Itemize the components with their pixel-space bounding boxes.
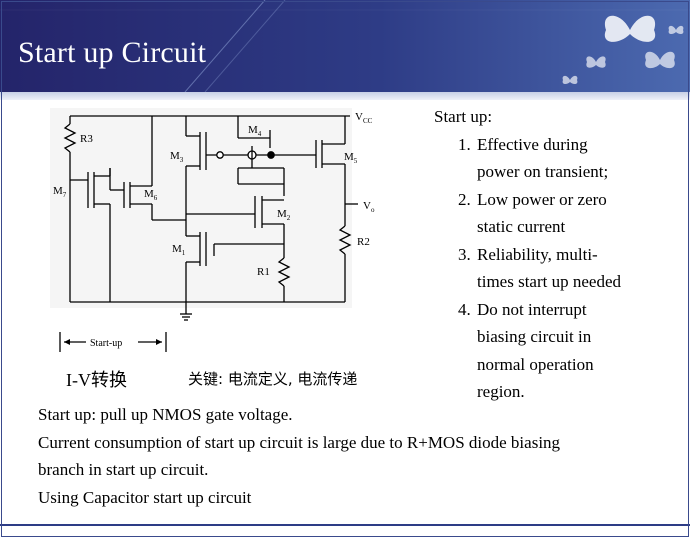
note-line: branch in start up circuit.	[38, 460, 209, 479]
m6-label: M6	[144, 188, 158, 202]
m1-label: M1	[172, 243, 186, 257]
note-line: Current consumption of start up circuit …	[38, 432, 561, 452]
m2-label: M2	[277, 208, 291, 222]
butterfly-icon	[604, 15, 656, 42]
m5-label: M5	[344, 151, 358, 165]
slide-title: Start up Circuit	[18, 36, 207, 69]
m7-label: M7	[53, 185, 67, 199]
m3-label: M3	[170, 150, 184, 164]
header-decoration	[0, 0, 690, 92]
requirements-heading: Start up:	[434, 107, 493, 126]
list-item: 3.Reliability, multi-times start up need…	[458, 244, 621, 292]
r1-label: R1	[257, 266, 270, 278]
m4-label: M4	[248, 124, 262, 138]
r2-label: R2	[357, 236, 370, 248]
vo-label: Vo	[363, 200, 375, 214]
footer-divider	[0, 524, 690, 526]
note-line: Using Capacitor start up circuit	[38, 487, 252, 507]
header-band	[0, 92, 690, 100]
iv-caption: I-V转换	[66, 370, 127, 390]
note-line: Start up: pull up NMOS gate voltage.	[38, 405, 293, 424]
keywords-caption: 关键: 电流定义, 电流传递	[188, 370, 358, 388]
r3-label: R3	[80, 133, 93, 145]
vcc-label: VCC	[355, 111, 373, 125]
startup-label: Start-up	[90, 338, 122, 349]
slide-header: Start up Circuit	[0, 0, 690, 92]
notes-block: Start up: pull up NMOS gate voltage. Cur…	[38, 401, 678, 511]
